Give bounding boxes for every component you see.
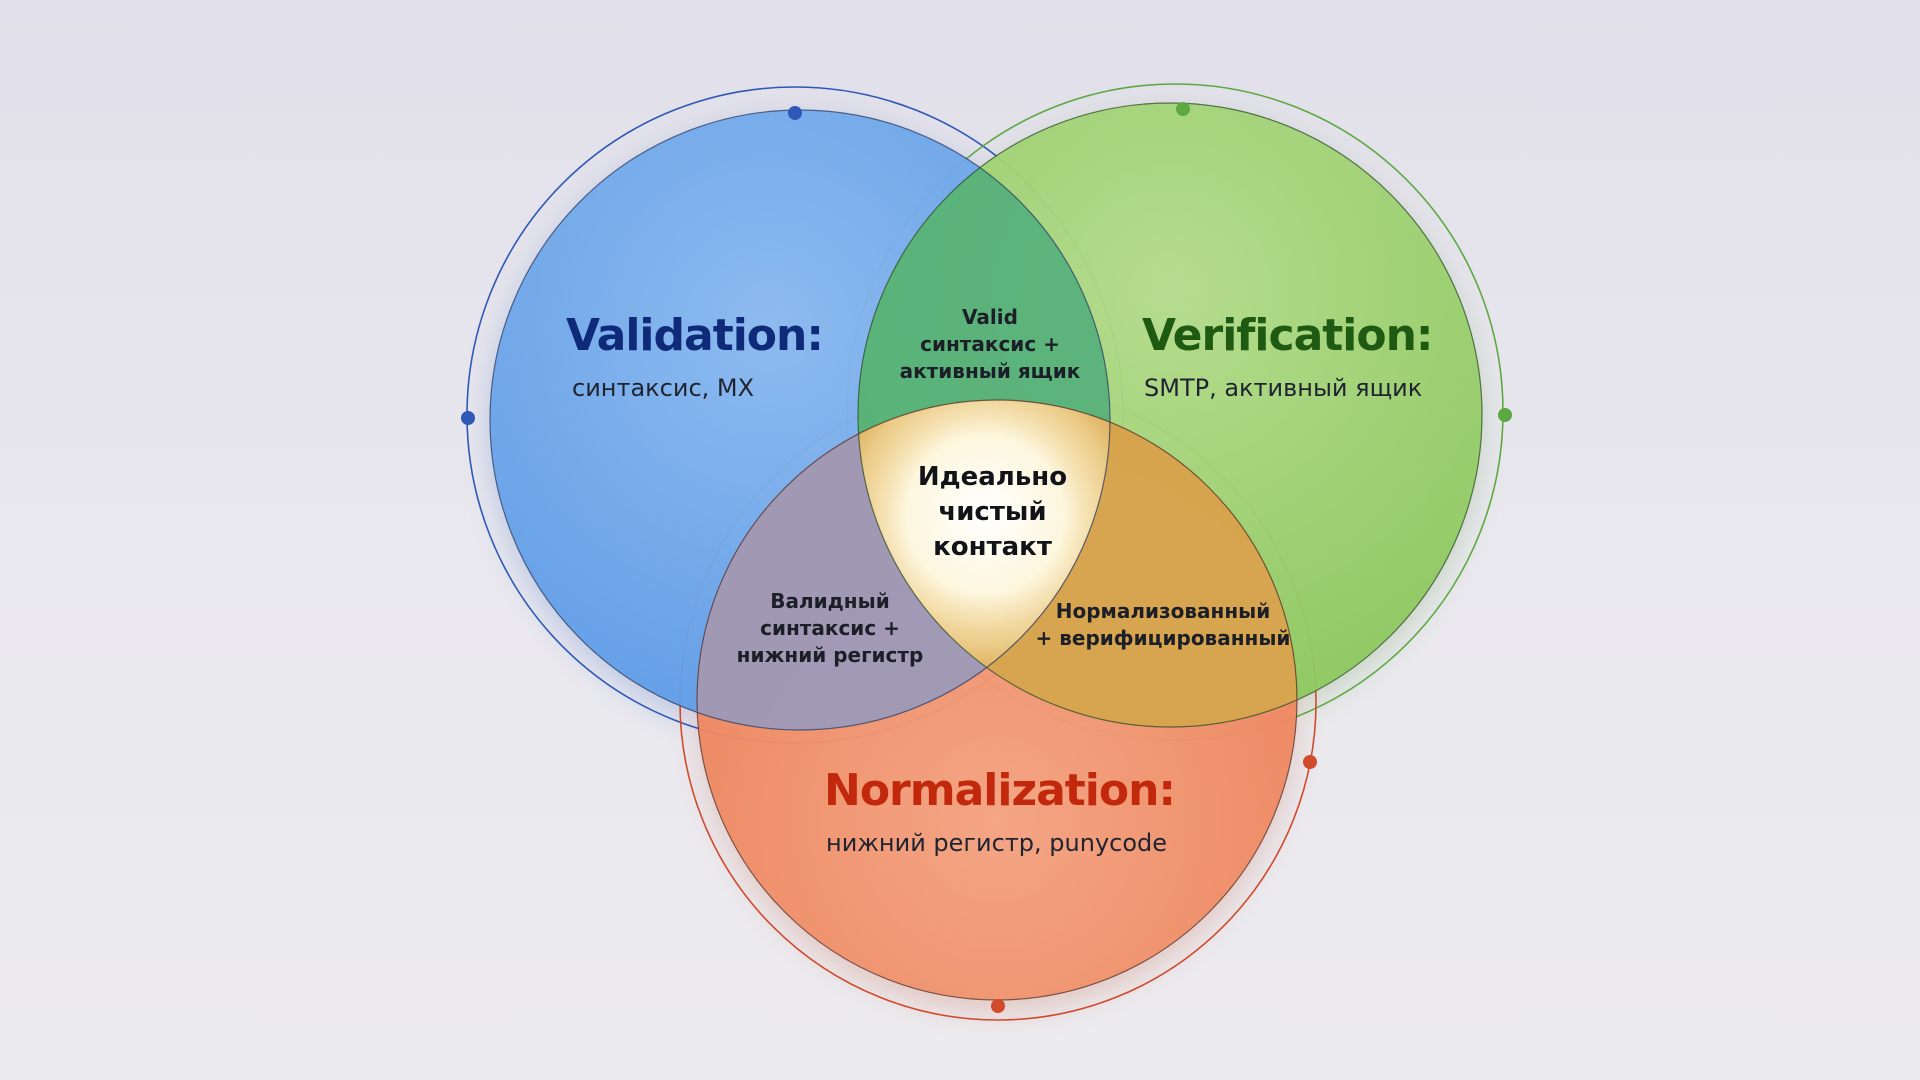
verification-title: Verification: — [1142, 310, 1434, 361]
intersection-line: Valid — [962, 305, 1018, 329]
center-line: контакт — [933, 532, 1052, 562]
green-top-dot — [1176, 102, 1190, 116]
normalization-title: Normalization: — [824, 765, 1176, 816]
blue-top-dot — [788, 106, 802, 120]
normalization-subtitle: нижний регистр, punycode — [826, 829, 1168, 857]
intersection-line: Нормализованный — [1055, 599, 1271, 623]
verification-circle-border — [857, 102, 1483, 728]
validation-title: Validation: — [566, 310, 824, 361]
validation-subtitle: синтаксис, MX — [572, 374, 755, 402]
intersection-line: Валидный — [770, 589, 890, 613]
intersection-line: синтаксис + — [760, 616, 900, 640]
intersection-line: нижний регистр — [736, 643, 924, 667]
intersection-line: + верифицированный — [1035, 626, 1291, 650]
verification-normalization-label: Нормализованный + верифицированный — [1028, 598, 1298, 652]
green-right-dot — [1498, 408, 1512, 422]
intersection-line: активный ящик — [899, 359, 1081, 383]
red-bottom-dot — [991, 999, 1005, 1013]
intersection-line: синтаксис + — [920, 332, 1060, 356]
validation-verification-label: Valid синтаксис + активный ящик — [880, 304, 1100, 385]
center-line: Идеально — [917, 462, 1068, 492]
blue-left-dot — [461, 411, 475, 425]
red-right-dot — [1303, 755, 1317, 769]
center-line: чистый — [938, 497, 1047, 527]
center-label: Идеально чистый контакт — [890, 460, 1095, 565]
verification-subtitle: SMTP, активный ящик — [1144, 374, 1423, 402]
validation-normalization-label: Валидный синтаксис + нижний регистр — [720, 588, 940, 669]
